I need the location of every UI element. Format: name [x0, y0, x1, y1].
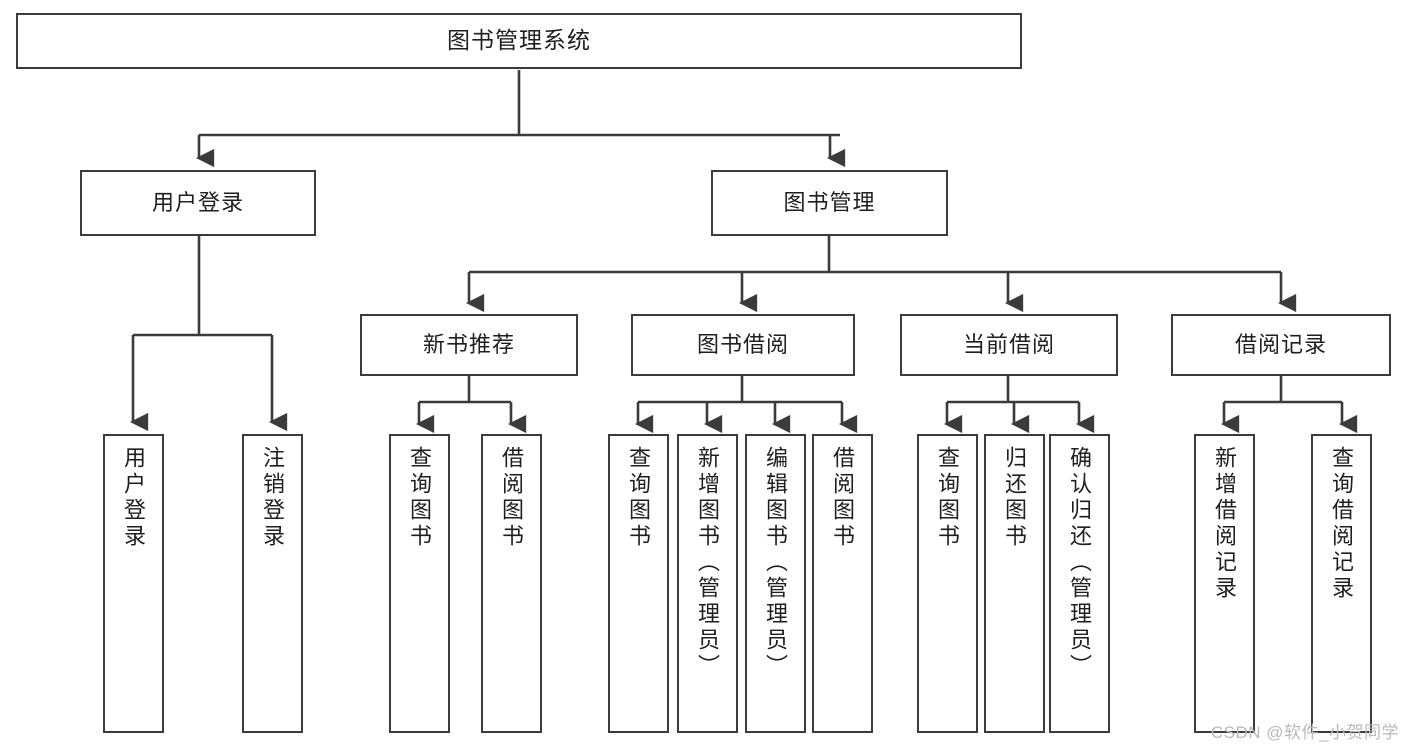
- leaf-user-login-login[interactable]: 用户登录: [103, 434, 164, 733]
- leaf-current-query-book[interactable]: 查询图书: [917, 434, 978, 733]
- node-label: 新书推荐: [422, 332, 515, 358]
- node-new-book-recommend[interactable]: 新书推荐: [360, 314, 578, 376]
- leaf-current-return-book[interactable]: 归还图书: [984, 434, 1045, 733]
- node-borrow-record[interactable]: 借阅记录: [1171, 314, 1391, 376]
- node-book-management[interactable]: 图书管理: [711, 170, 948, 236]
- node-label: 借阅记录: [1234, 332, 1327, 358]
- node-label: 新增图书（管理员）: [695, 446, 721, 680]
- node-label: 用户登录: [151, 190, 244, 216]
- leaf-user-login-logout[interactable]: 注销登录: [242, 434, 303, 733]
- leaf-borrow-edit-book-admin[interactable]: 编辑图书（管理员）: [745, 434, 806, 733]
- leaf-borrow-query-book[interactable]: 查询图书: [608, 434, 669, 733]
- leaf-record-add-record[interactable]: 新增借阅记录: [1194, 434, 1255, 733]
- node-label: 新增借阅记录: [1212, 446, 1238, 602]
- node-label: 查询借阅记录: [1329, 446, 1355, 602]
- node-label: 借阅图书: [499, 446, 525, 550]
- node-label: 当前借阅: [962, 332, 1055, 358]
- node-label: 注销登录: [260, 446, 286, 550]
- node-label: 查询图书: [935, 446, 961, 550]
- node-label: 查询图书: [407, 446, 433, 550]
- node-label: 确认归还（管理员）: [1067, 446, 1093, 680]
- node-label: 用户登录: [121, 446, 147, 550]
- leaf-recommend-query-book[interactable]: 查询图书: [389, 434, 450, 733]
- leaf-recommend-borrow-book[interactable]: 借阅图书: [481, 434, 542, 733]
- node-label: 归还图书: [1002, 446, 1028, 550]
- node-label: 图书借阅: [696, 332, 789, 358]
- node-label: 借阅图书: [830, 446, 856, 550]
- node-user-login[interactable]: 用户登录: [80, 170, 316, 236]
- node-current-borrow[interactable]: 当前借阅: [900, 314, 1118, 376]
- leaf-borrow-borrow-book[interactable]: 借阅图书: [812, 434, 873, 733]
- node-label: 查询图书: [626, 446, 652, 550]
- node-book-borrow[interactable]: 图书借阅: [631, 314, 855, 376]
- node-label: 图书管理: [783, 190, 876, 216]
- node-label: 编辑图书（管理员）: [763, 446, 789, 680]
- leaf-borrow-add-book-admin[interactable]: 新增图书（管理员）: [677, 434, 738, 733]
- node-label: 图书管理系统: [447, 27, 591, 54]
- node-root-system[interactable]: 图书管理系统: [16, 13, 1022, 69]
- leaf-current-confirm-return-admin[interactable]: 确认归还（管理员）: [1049, 434, 1110, 733]
- leaf-record-query-record[interactable]: 查询借阅记录: [1311, 434, 1372, 733]
